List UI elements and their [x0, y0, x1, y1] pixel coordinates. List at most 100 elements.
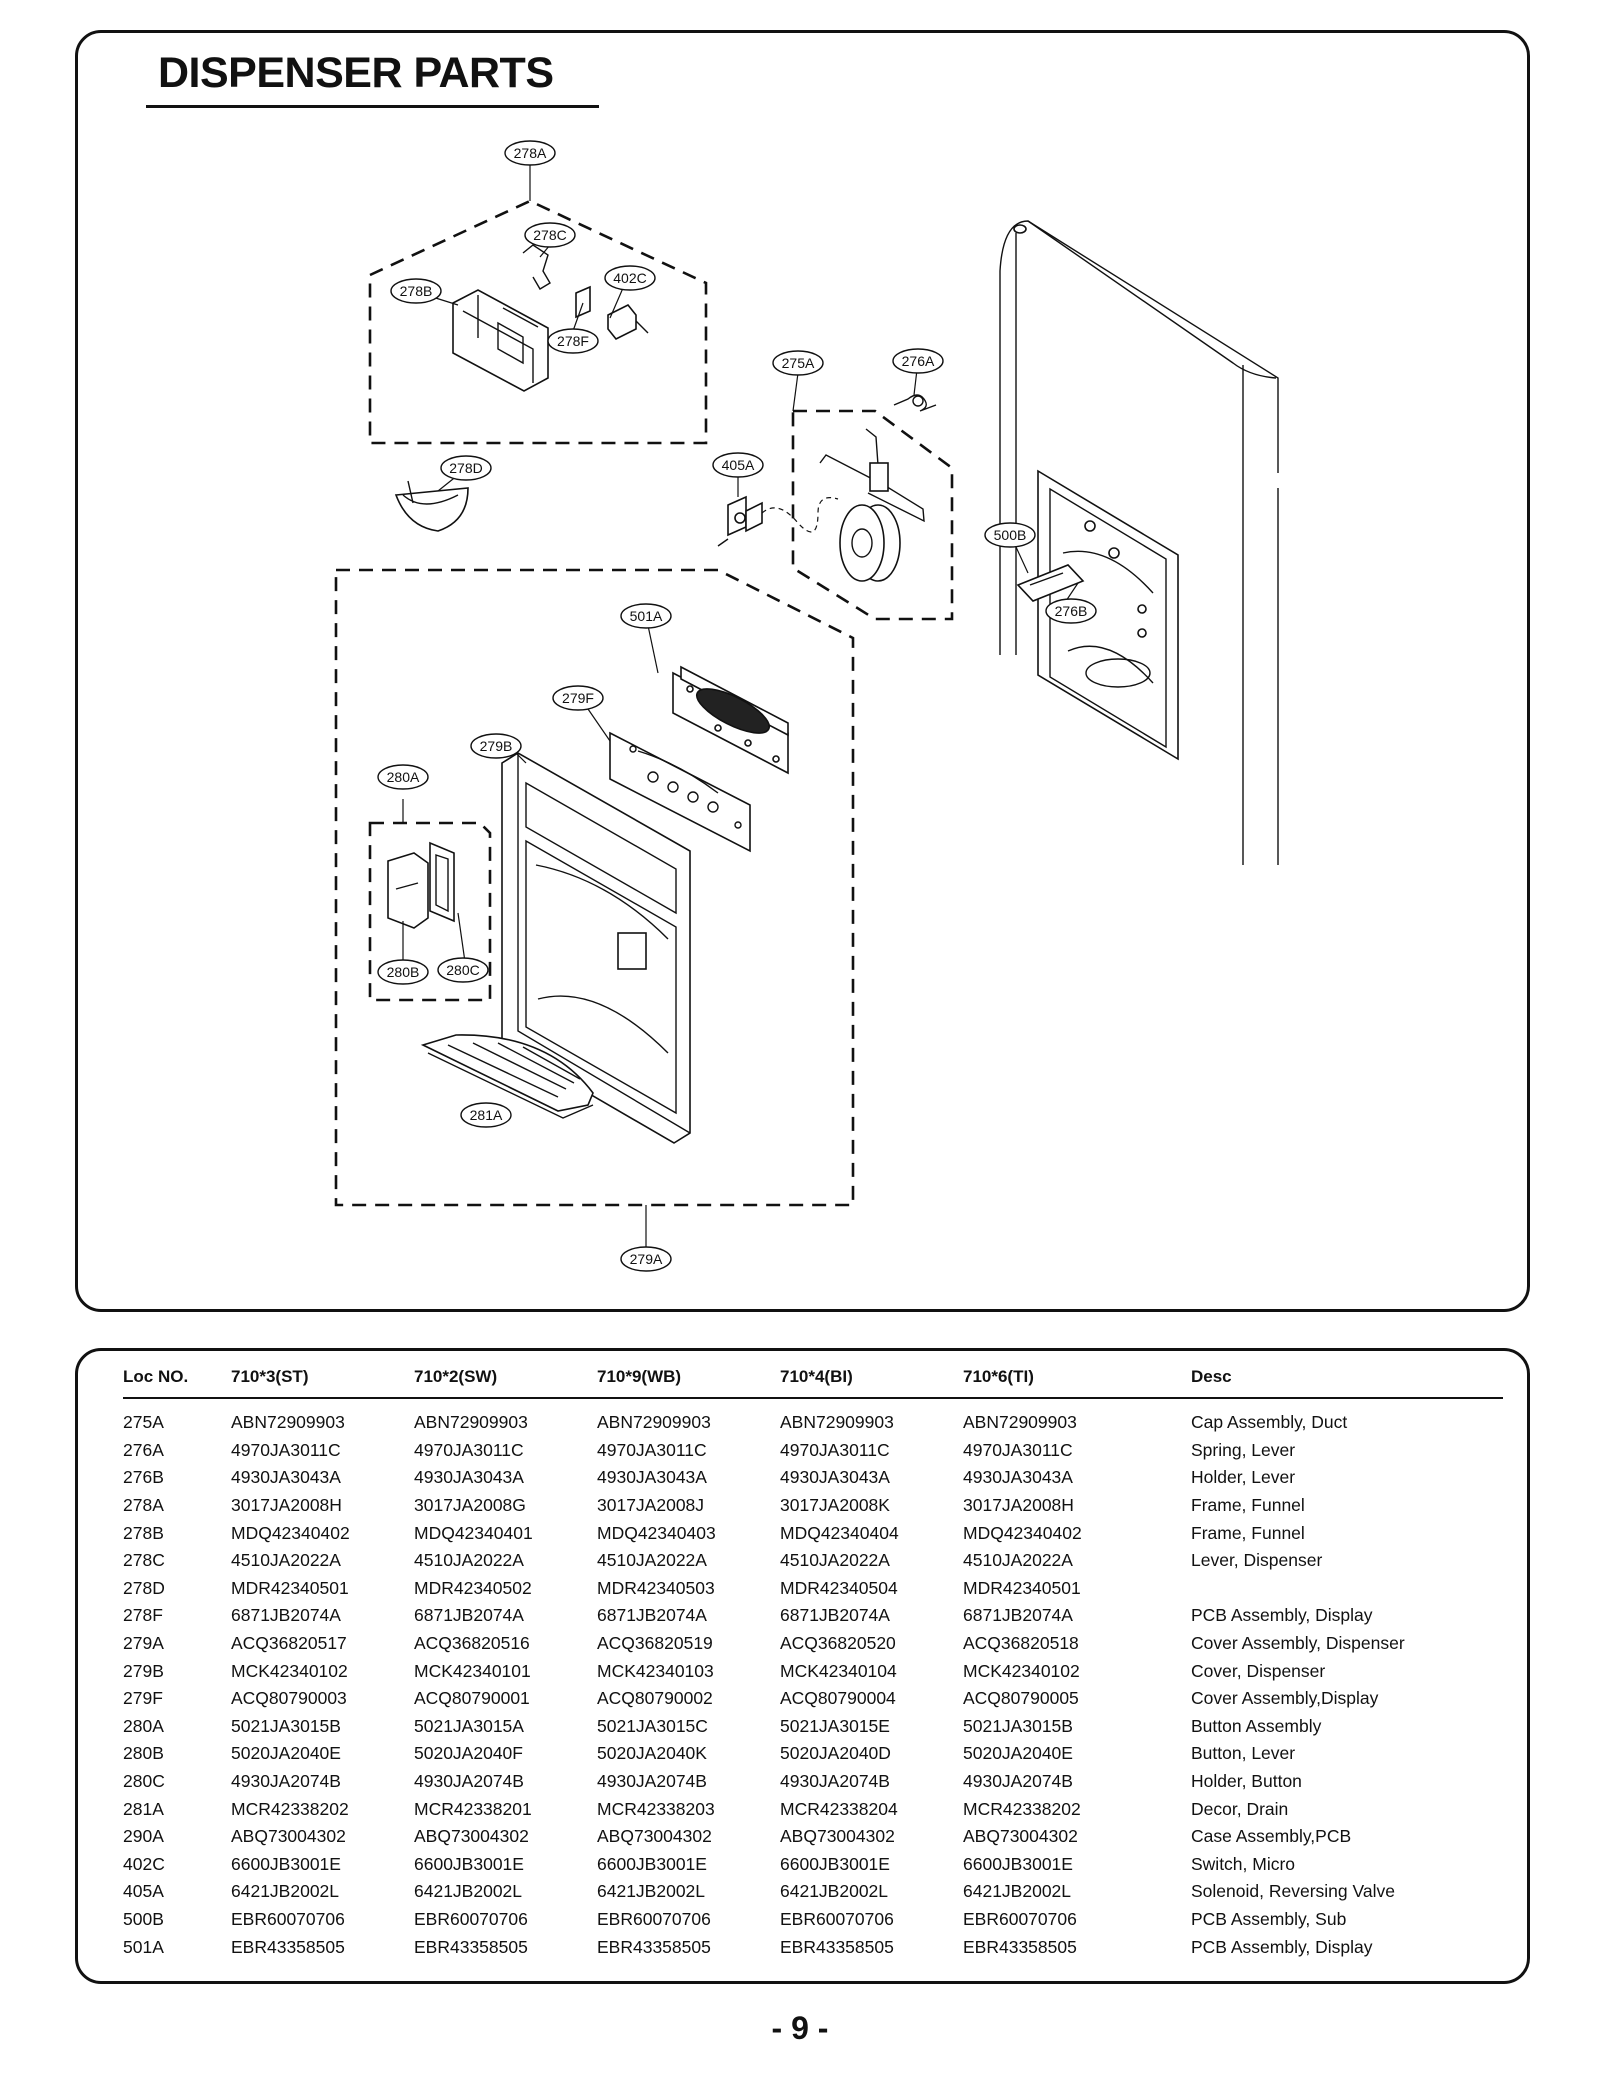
- svg-text:278A: 278A: [514, 145, 547, 161]
- cell-loc-no: 275A: [123, 1412, 164, 1433]
- callout-278b: 278B: [390, 278, 442, 304]
- group-279a-boundary: [334, 568, 855, 1207]
- cell-710-4-bi: 4930JA3043A: [780, 1467, 890, 1488]
- cell-loc-no: 279B: [123, 1660, 164, 1681]
- cell-710-9-wb: EBR60070706: [597, 1908, 711, 1929]
- drain-decor-281a: [420, 1034, 594, 1119]
- cell-710-6-ti: EBR60070706: [963, 1908, 1077, 1929]
- cell-loc-no: 279A: [123, 1633, 164, 1654]
- cell-710-3-st: 4930JA2074B: [231, 1771, 341, 1792]
- cell-710-3-st: EBR43358505: [231, 1936, 345, 1957]
- cell-710-3-st: EBR60070706: [231, 1908, 345, 1929]
- cell-loc-no: 278D: [123, 1577, 165, 1598]
- cell-710-6-ti: EBR43358505: [963, 1936, 1077, 1957]
- svg-text:280C: 280C: [446, 962, 479, 978]
- button-holder-280c: [429, 841, 455, 923]
- cell-710-6-ti: ABN72909903: [963, 1412, 1077, 1433]
- dispenser-lever-278c: [522, 244, 551, 290]
- cell-710-6-ti: 4970JA3011C: [963, 1439, 1073, 1460]
- cell-710-4-bi: 5021JA3015E: [780, 1715, 890, 1736]
- cell-710-9-wb: 6871JB2074A: [597, 1605, 707, 1626]
- header-loc-no: Loc NO.: [123, 1365, 231, 1399]
- cell-loc-no: 290A: [123, 1826, 164, 1847]
- cell-710-9-wb: MCR42338203: [597, 1798, 715, 1819]
- title-underline: [146, 105, 599, 108]
- cell-710-4-bi: MCR42338204: [780, 1798, 898, 1819]
- cell-loc-no: 280B: [123, 1743, 164, 1764]
- cell-710-6-ti: ABQ73004302: [963, 1826, 1078, 1847]
- cell-710-6-ti: 6421JB2002L: [963, 1881, 1072, 1902]
- header-710-6-ti: 710*6(TI): [963, 1365, 1191, 1399]
- display-cover-279f: [609, 731, 751, 853]
- callout-278c: 278C: [524, 222, 576, 248]
- cell-710-3-st: ABQ73004302: [231, 1826, 346, 1847]
- cell-710-2-sw: 6600JB3001E: [414, 1853, 524, 1874]
- cell-710-2-sw: 5020JA2040F: [414, 1743, 523, 1764]
- cell-710-4-bi: 3017JA2008K: [780, 1495, 890, 1516]
- cell-desc: Switch, Micro: [1191, 1853, 1296, 1874]
- cell-710-9-wb: 3017JA2008J: [597, 1495, 705, 1516]
- cell-710-2-sw: EBR43358505: [414, 1936, 528, 1957]
- cell-desc: PCB Assembly, Display: [1191, 1936, 1373, 1957]
- cell-710-9-wb: ABQ73004302: [597, 1826, 712, 1847]
- cell-710-2-sw: EBR60070706: [414, 1908, 528, 1929]
- cell-710-6-ti: ACQ80790005: [963, 1688, 1079, 1709]
- cell-710-9-wb: ACQ36820519: [597, 1633, 713, 1654]
- cell-710-2-sw: MCK42340101: [414, 1660, 531, 1681]
- cell-710-9-wb: 6421JB2002L: [597, 1881, 706, 1902]
- cell-710-9-wb: 4930JA2074B: [597, 1771, 707, 1792]
- callout-280a: 280A: [377, 764, 429, 790]
- cell-loc-no: 278C: [123, 1550, 165, 1571]
- cell-710-6-ti: 4930JA3043A: [963, 1467, 1073, 1488]
- cell-loc-no: 278B: [123, 1522, 164, 1543]
- cell-710-9-wb: MDQ42340403: [597, 1522, 716, 1543]
- cell-desc: Frame, Funnel: [1191, 1522, 1305, 1543]
- cell-710-2-sw: MCR42338201: [414, 1798, 532, 1819]
- cell-710-6-ti: 6600JB3001E: [963, 1853, 1073, 1874]
- cell-710-2-sw: ACQ80790001: [414, 1688, 530, 1709]
- micro-switch-402c: [607, 303, 649, 341]
- cell-710-3-st: 4970JA3011C: [231, 1439, 341, 1460]
- cell-desc: Frame, Funnel: [1191, 1495, 1305, 1516]
- cell-710-3-st: MCR42338202: [231, 1798, 349, 1819]
- cell-710-4-bi: 5020JA2040D: [780, 1743, 891, 1764]
- cell-710-3-st: 5021JA3015B: [231, 1715, 341, 1736]
- cell-710-6-ti: ACQ36820518: [963, 1633, 1079, 1654]
- cell-710-6-ti: 5020JA2040E: [963, 1743, 1073, 1764]
- svg-text:276A: 276A: [902, 353, 935, 369]
- cell-710-6-ti: 6871JB2074A: [963, 1605, 1073, 1626]
- duct-cap-275a: [819, 428, 925, 582]
- cell-710-4-bi: 4970JA3011C: [780, 1439, 890, 1460]
- callout-279a: 279A: [620, 1246, 672, 1272]
- cell-710-9-wb: 4510JA2022A: [597, 1550, 707, 1571]
- callout-278a: 278A: [504, 140, 556, 166]
- svg-text:405A: 405A: [722, 457, 755, 473]
- cell-710-2-sw: 4510JA2022A: [414, 1550, 524, 1571]
- cell-loc-no: 402C: [123, 1853, 165, 1874]
- funnel-frame-278b: [452, 289, 549, 392]
- cell-710-9-wb: EBR43358505: [597, 1936, 711, 1957]
- header-desc: Desc: [1191, 1365, 1503, 1399]
- cell-710-3-st: ACQ80790003: [231, 1688, 347, 1709]
- callout-278d: 278D: [440, 455, 492, 481]
- cell-710-4-bi: 6600JB3001E: [780, 1853, 890, 1874]
- pcb-display-278f: [575, 285, 591, 319]
- cell-710-4-bi: EBR60070706: [780, 1908, 894, 1929]
- cell-710-4-bi: 4930JA2074B: [780, 1771, 890, 1792]
- cell-710-6-ti: 4930JA2074B: [963, 1771, 1073, 1792]
- cell-710-2-sw: MDQ42340401: [414, 1522, 533, 1543]
- header-710-2-sw: 710*2(SW): [414, 1365, 597, 1399]
- solenoid-405a: [717, 495, 839, 547]
- cell-710-3-st: 3017JA2008H: [231, 1495, 342, 1516]
